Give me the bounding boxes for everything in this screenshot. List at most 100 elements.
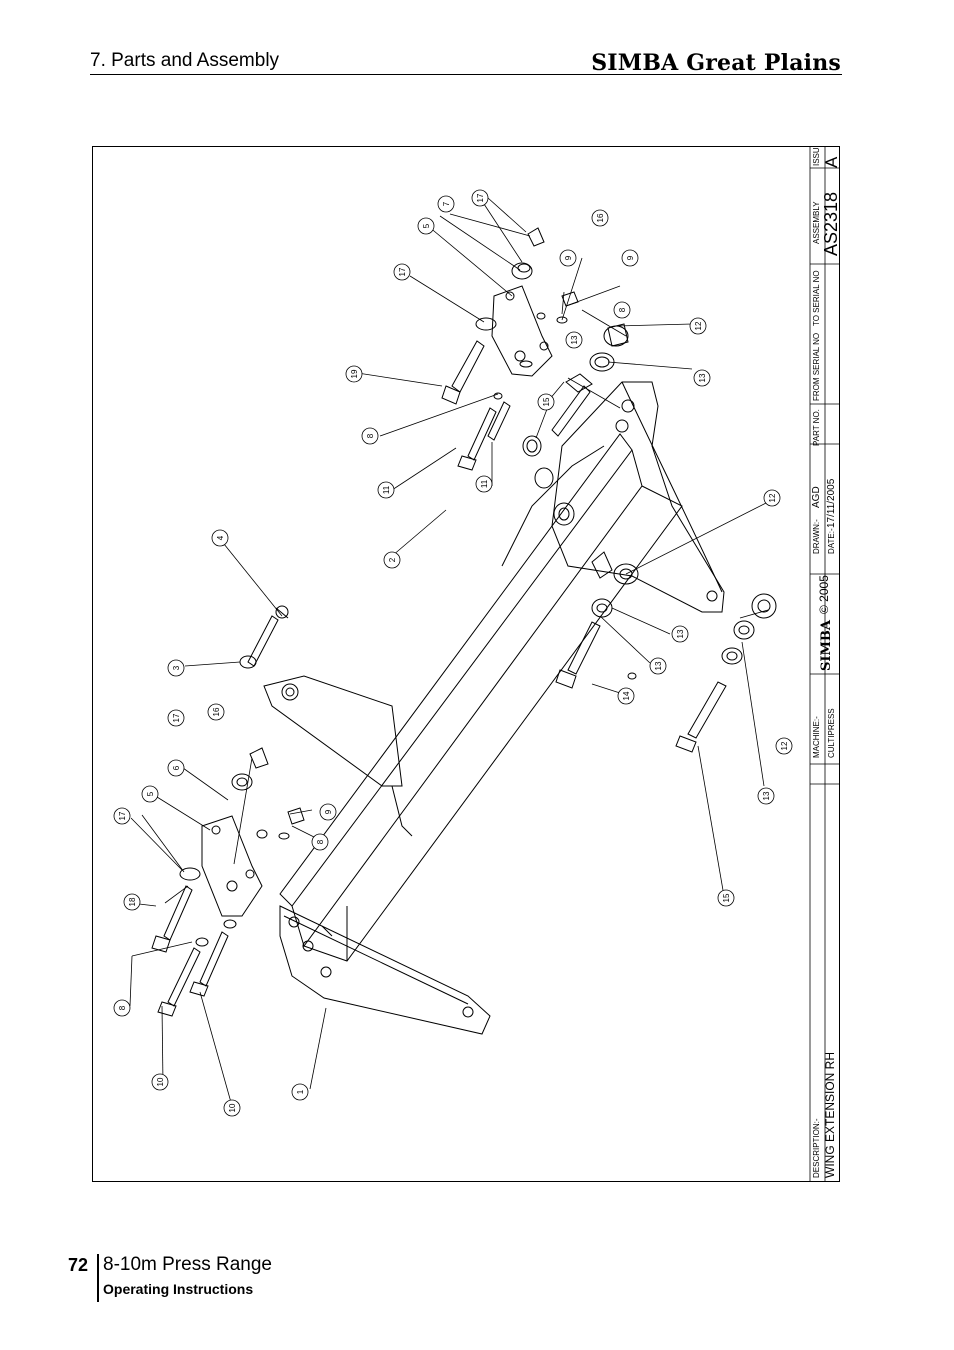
machine-value: CULTIPRESS	[827, 708, 836, 758]
svg-text:8: 8	[618, 307, 627, 312]
date-label: DATE:-	[827, 528, 836, 554]
svg-text:12: 12	[780, 741, 789, 750]
balloon-9a: 9	[319, 803, 337, 821]
svg-text:9: 9	[626, 255, 635, 260]
page-number: 72	[68, 1255, 89, 1275]
svg-text:5: 5	[146, 791, 155, 796]
upper-mount-plate	[263, 675, 403, 787]
balloon-12c: 12	[775, 737, 793, 755]
balloon-10a: 10	[151, 1073, 169, 1091]
balloon-13d: 13	[649, 657, 667, 675]
svg-text:11: 11	[382, 485, 391, 494]
svg-text:17: 17	[398, 267, 407, 276]
svg-text:15: 15	[542, 397, 551, 406]
callout-balloons: 1 2 3 4 5 5 6 7 8 8 8 8 9 9 9 10 10 11 1…	[113, 189, 793, 1117]
balloon-6: 6	[167, 759, 185, 777]
balloon-11a: 11	[377, 481, 395, 499]
svg-text:8: 8	[366, 433, 375, 438]
balloon-2: 2	[383, 551, 401, 569]
upper-pivot-assembly	[441, 227, 579, 471]
svg-text:12: 12	[768, 493, 777, 502]
issue-value: A	[822, 156, 840, 168]
svg-text:8: 8	[118, 1005, 127, 1010]
brand-logo: SIMBA Great Plains	[591, 50, 841, 76]
svg-text:2: 2	[388, 557, 397, 562]
svg-text:1: 1	[296, 1089, 305, 1094]
leader-lines	[129, 197, 769, 1107]
svg-text:17: 17	[476, 193, 485, 202]
svg-text:12: 12	[694, 321, 703, 330]
issue-label: ISSUE	[812, 146, 821, 166]
balloon-15a: 15	[537, 393, 555, 411]
exploded-parts-drawing: ISSUE A ASSEMBLY AS2318 TO SERIAL NO FRO…	[113, 146, 840, 1182]
svg-text:18: 18	[128, 897, 137, 906]
balloon-18: 18	[123, 893, 141, 911]
drawn-label: DRAWN:-	[812, 519, 821, 554]
section-title: 7. Parts and Assembly	[90, 50, 280, 71]
front-bracket-plate	[279, 905, 491, 1035]
balloon-10b: 10	[223, 1099, 241, 1117]
footer-divider	[97, 1254, 99, 1302]
machine-label: MACHINE:-	[812, 716, 821, 758]
svg-text:13: 13	[762, 791, 771, 800]
svg-text:11: 11	[480, 479, 489, 488]
balloon-15b: 15	[717, 889, 735, 907]
svg-text:9: 9	[324, 809, 333, 814]
balloon-14: 14	[617, 687, 635, 705]
svg-text:17: 17	[118, 811, 127, 820]
svg-text:13: 13	[570, 335, 579, 344]
drawn-value: AGD	[811, 486, 822, 508]
balloon-13c: 13	[671, 625, 689, 643]
assembly-number: AS2318	[821, 192, 840, 256]
drawing-frame	[92, 146, 840, 1182]
balloon-8d: 8	[613, 301, 631, 319]
copyright: © 2005	[817, 575, 831, 614]
part-no-label: PART NO.	[812, 409, 821, 446]
assembly-label: ASSEMBLY	[812, 201, 821, 244]
to-serial-label: TO SERIAL NO	[812, 270, 821, 326]
product-range: 8-10m Press Range	[103, 1254, 272, 1275]
balloon-5a: 5	[141, 785, 159, 803]
svg-text:17: 17	[172, 713, 181, 722]
from-serial-label: FROM SERIAL NO	[812, 333, 821, 401]
balloon-1: 1	[291, 1083, 309, 1101]
balloon-19: 19	[345, 365, 363, 383]
rear-bracket	[551, 381, 725, 613]
balloon-17a: 17	[167, 709, 185, 727]
balloon-12b: 12	[763, 489, 781, 507]
svg-text:16: 16	[596, 213, 605, 222]
balloon-5b: 5	[417, 217, 435, 235]
svg-text:7: 7	[442, 201, 451, 206]
balloon-8a: 8	[311, 833, 329, 851]
balloon-13e: 13	[757, 787, 775, 805]
svg-text:13: 13	[676, 629, 685, 638]
hitch-pin	[239, 605, 289, 669]
balloon-16b: 16	[591, 209, 609, 227]
description-label: DESCRIPTION:-	[812, 1118, 821, 1178]
svg-text:19: 19	[350, 369, 359, 378]
balloon-16a: 16	[207, 703, 225, 721]
date-value: 17/11/2005	[826, 478, 837, 528]
balloon-12a: 12	[689, 317, 707, 335]
svg-text:15: 15	[722, 893, 731, 902]
balloon-13b: 13	[693, 369, 711, 387]
svg-text:6: 6	[172, 765, 181, 770]
balloon-8c: 8	[361, 427, 379, 445]
svg-text:14: 14	[622, 691, 631, 700]
svg-text:10: 10	[156, 1077, 165, 1086]
manual-subtitle: Operating Instructions	[103, 1281, 254, 1297]
balloon-12d: 12	[774, 603, 783, 612]
svg-text:10: 10	[228, 1103, 237, 1112]
description-value: WING EXTENSION RH	[823, 1052, 837, 1178]
rear-pins-nuts	[522, 323, 777, 753]
header-rule	[90, 74, 842, 75]
lower-pivot-assembly	[151, 747, 305, 1017]
balloon-7: 7	[437, 195, 455, 213]
balloon-11b: 11	[475, 475, 493, 493]
svg-text:16: 16	[212, 707, 221, 716]
frame-beam	[279, 433, 683, 962]
balloon-4: 4	[211, 529, 229, 547]
svg-text:13: 13	[654, 661, 663, 670]
svg-text:4: 4	[216, 535, 225, 540]
svg-text:9: 9	[564, 255, 573, 260]
